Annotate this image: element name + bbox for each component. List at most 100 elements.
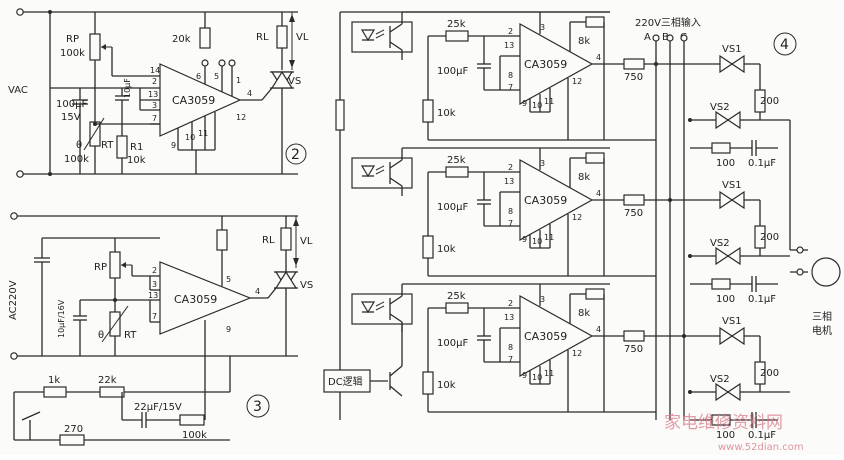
c4-r10k-label: 10k [437, 108, 456, 119]
c4-pin-9: 9 [522, 235, 527, 244]
c4-r200-label: 200 [760, 96, 779, 107]
c3-pin-4: 4 [255, 287, 260, 296]
c4-motor-line2: 电机 [812, 324, 832, 337]
c4-r750-label: 750 [624, 72, 643, 83]
c2-theta-label: θ [76, 140, 82, 151]
c4-title: 220V三相输入 [635, 16, 701, 29]
c3-pin-13: 13 [148, 291, 158, 300]
c4-pin-13: 13 [504, 41, 514, 50]
c4-c01-label: 0.1μF [748, 430, 776, 441]
c4-pin-4: 4 [596, 189, 601, 198]
c4-r750-label: 750 [624, 344, 643, 355]
c2-pin-1: 1 [236, 76, 241, 85]
c3-pin-2: 2 [152, 266, 157, 275]
c4-r100-label: 100 [716, 430, 735, 441]
c2-cap-voltage: 15V [61, 112, 81, 123]
c4-pin-4: 4 [596, 53, 601, 62]
c4-vs1-label: VS1 [722, 44, 742, 55]
c4-pin-3: 3 [540, 23, 545, 32]
c4-pin-2: 2 [508, 27, 513, 36]
c2-pin-11: 11 [198, 129, 208, 138]
c2-chip-label: CA3059 [172, 94, 215, 107]
c2-rl-label: RL [256, 32, 269, 43]
c2-vs-label: VS [288, 76, 301, 87]
circuit-4: 220V三相输入 A B C 4 三相 电机 DC逻辑 25k10k100μFC… [323, 11, 841, 453]
c4-pin-10: 10 [532, 373, 542, 382]
c3-pin-3: 3 [152, 280, 157, 289]
c3-ac-label: AC220V [8, 280, 19, 320]
c2-r1-label: R1 [130, 142, 143, 153]
c2-r1-value: 10k [127, 155, 146, 166]
c4-r25k-label: 25k [447, 19, 466, 30]
watermark-cn: 家电维修资料网 [664, 413, 783, 433]
c2-number: 2 [291, 147, 300, 163]
c4-pin-8: 8 [508, 71, 513, 80]
c2-r20k-label: 20k [172, 34, 191, 45]
c4-pin-4: 4 [596, 325, 601, 334]
c3-vl-label: VL [300, 236, 313, 247]
c4-pin-11: 11 [544, 369, 554, 378]
c4-pin-7: 7 [508, 355, 513, 364]
c4-pin-13: 13 [504, 177, 514, 186]
c4-c01-label: 0.1μF [748, 158, 776, 169]
circuit-3: AC220V 10μF/16V RP θ RT C [8, 212, 313, 446]
c2-pin-9: 9 [171, 141, 176, 150]
c4-r25k-label: 25k [447, 155, 466, 166]
c4-pin-11: 11 [544, 233, 554, 242]
c4-vs1-label: VS1 [722, 180, 742, 191]
c4-pin-3: 3 [540, 159, 545, 168]
c2-pin-3: 3 [152, 101, 157, 110]
c4-chip-label: CA3059 [524, 194, 567, 207]
c4-cap-label: 100μF [437, 338, 468, 349]
c3-pin-5: 5 [226, 275, 231, 284]
c4-pin-2: 2 [508, 299, 513, 308]
c4-vs2-label: VS2 [710, 238, 730, 249]
c4-r100-label: 100 [716, 158, 735, 169]
c4-pin-9: 9 [522, 371, 527, 380]
c4-c01-label: 0.1μF [748, 294, 776, 305]
c3-pin-9: 9 [226, 325, 231, 334]
c4-pin-3: 3 [540, 295, 545, 304]
c3-rl-label: RL [262, 235, 275, 246]
c4-pin-8: 8 [508, 207, 513, 216]
c3-number: 3 [253, 399, 262, 415]
c2-rt-value: 100k [64, 154, 89, 165]
c4-pin-7: 7 [508, 219, 513, 228]
c4-r750-label: 750 [624, 208, 643, 219]
c4-motor-line1: 三相 [812, 310, 832, 323]
c4-r8k-label: 8k [578, 36, 590, 47]
c2-pin-7: 7 [152, 114, 157, 123]
c4-cap-label: 100μF [437, 202, 468, 213]
c4-chip-label: CA3059 [524, 330, 567, 343]
c3-r1k-label: 1k [48, 375, 60, 386]
c4-pin-8: 8 [508, 343, 513, 352]
c4-pin-12: 12 [572, 349, 582, 358]
c4-r10k-label: 10k [437, 244, 456, 255]
c3-cap-label: 10μF/16V [57, 299, 66, 338]
c2-pin-4: 4 [247, 89, 252, 98]
c4-pin-10: 10 [532, 237, 542, 246]
c4-vs2-label: VS2 [710, 102, 730, 113]
c4-pin-12: 12 [572, 213, 582, 222]
c2-pin-2: 2 [152, 77, 157, 86]
c2-vl-label: VL [296, 32, 309, 43]
c4-phase-a: A [644, 32, 651, 43]
c2-pin-13: 13 [148, 90, 158, 99]
c2-pin-12: 12 [236, 113, 246, 122]
c4-r8k-label: 8k [578, 172, 590, 183]
c4-r200-label: 200 [760, 368, 779, 379]
c4-r8k-label: 8k [578, 308, 590, 319]
c4-r200-label: 200 [760, 232, 779, 243]
c3-rt-label: RT [124, 330, 137, 341]
c4-pin-12: 12 [572, 77, 582, 86]
c3-pin-7: 7 [152, 312, 157, 321]
c3-r100k-label: 100k [182, 430, 207, 441]
c2-cap2-label: 10μF [123, 78, 132, 98]
c2-rt-label: RT [101, 140, 114, 151]
